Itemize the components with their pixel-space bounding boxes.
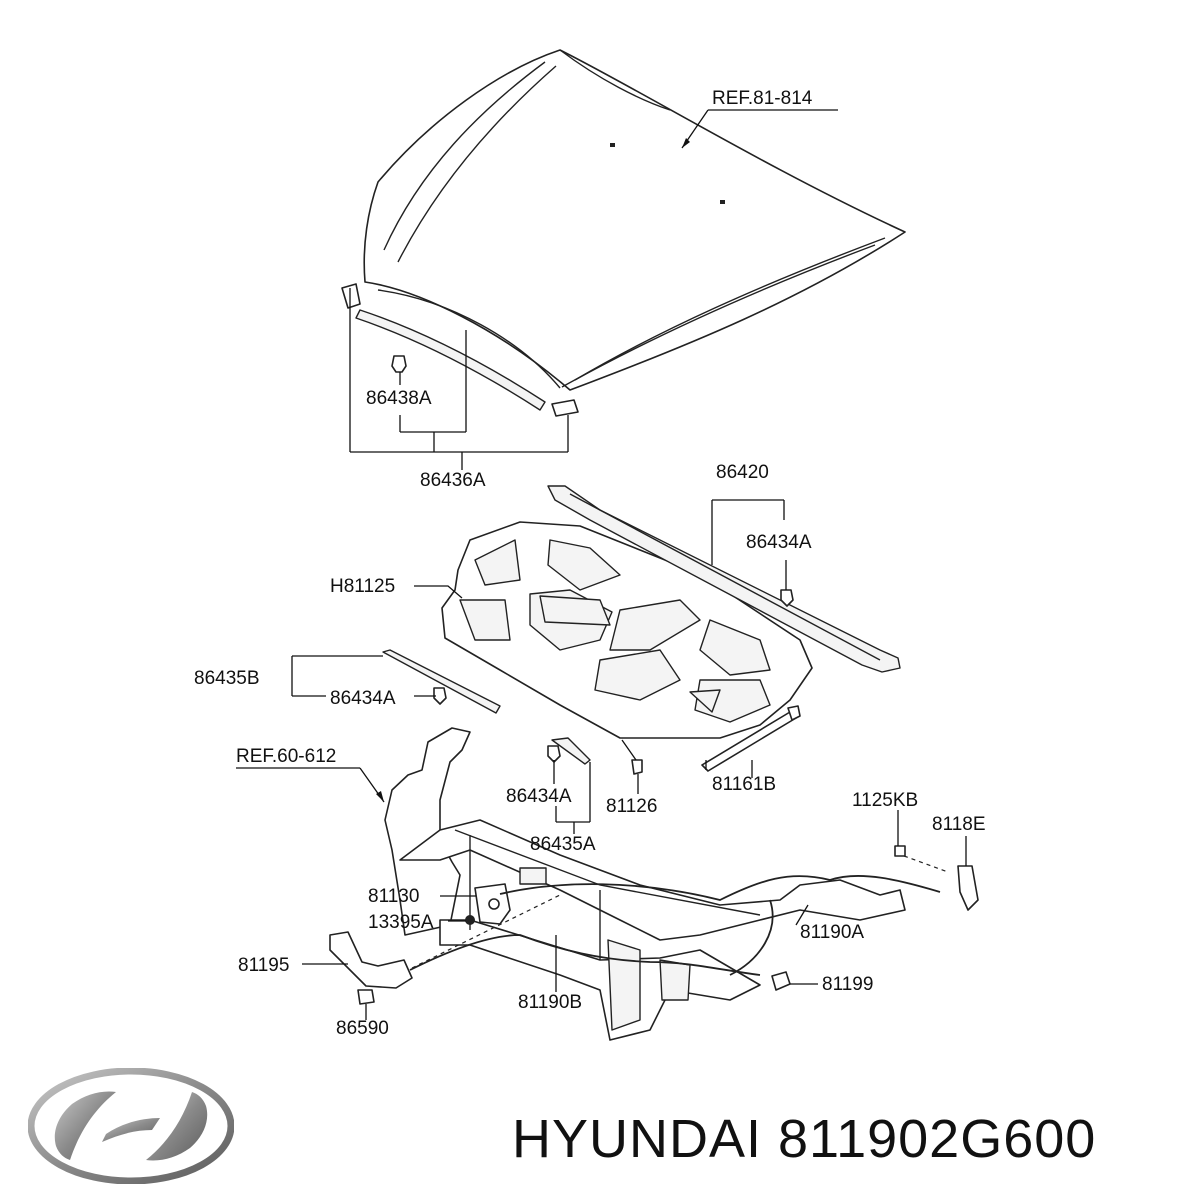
label-H81125: H81125 [330, 576, 395, 597]
label-86434A-mid: 86434A [506, 786, 572, 807]
label-1125KB: 1125KB [852, 790, 918, 811]
label-86435B: 86435B [194, 668, 260, 689]
bolt-86590 [357, 989, 375, 1005]
label-86438A: 86438A [366, 388, 432, 409]
label-81199: 81199 [822, 974, 873, 995]
latch-81130 [474, 883, 511, 925]
label-81130: 81130 [368, 886, 419, 907]
label-ref-60-612: REF.60-612 [236, 746, 336, 767]
release-cable-81190A [499, 875, 941, 976]
part-labels: REF.81-814 86438A 86436A 86420 86434A H8… [194, 88, 986, 1039]
label-86420: 86420 [716, 462, 769, 483]
label-81126: 81126 [606, 796, 657, 817]
hood-insulator-pad [441, 521, 813, 739]
release-handle-81195 [329, 931, 413, 989]
clip-81199 [771, 971, 791, 991]
label-81161B: 81161B [712, 774, 776, 795]
weatherstrip-86420 [547, 485, 901, 673]
label-81190B: 81190B [518, 992, 582, 1013]
radiator-support [384, 727, 906, 1041]
label-86435A: 86435A [530, 834, 596, 855]
strip-86435B [382, 649, 501, 714]
bracket-8118E [957, 865, 979, 911]
hyundai-logo-icon [28, 1068, 234, 1184]
label-86434A-left: 86434A [330, 688, 396, 709]
brand-part-number: HYUNDAI 811902G600 [512, 1109, 1097, 1169]
leader-lines [236, 109, 967, 1020]
clip-81126 [631, 759, 643, 775]
clip-86438A [391, 355, 407, 373]
label-86590: 86590 [336, 1018, 389, 1039]
label-81195: 81195 [238, 955, 289, 976]
bumper-13395A [465, 915, 475, 925]
stay-rod-81161B [701, 705, 801, 772]
clip-86434A-top [780, 589, 794, 607]
clip-86434A-mid [547, 745, 561, 763]
label-86434A-top: 86434A [746, 532, 812, 553]
release-cable-81190B [409, 934, 761, 976]
label-ref-81-814: REF.81-814 [712, 88, 813, 109]
hood-panel [363, 49, 906, 391]
bolt-1125KB [894, 845, 906, 857]
label-81190A: 81190A [800, 922, 864, 943]
label-86436A: 86436A [420, 470, 486, 491]
label-8118E: 8118E [932, 814, 986, 835]
hood-weatherstrip [341, 283, 579, 417]
label-13395A: 13395A [368, 912, 434, 933]
strip-86435A [551, 737, 591, 765]
